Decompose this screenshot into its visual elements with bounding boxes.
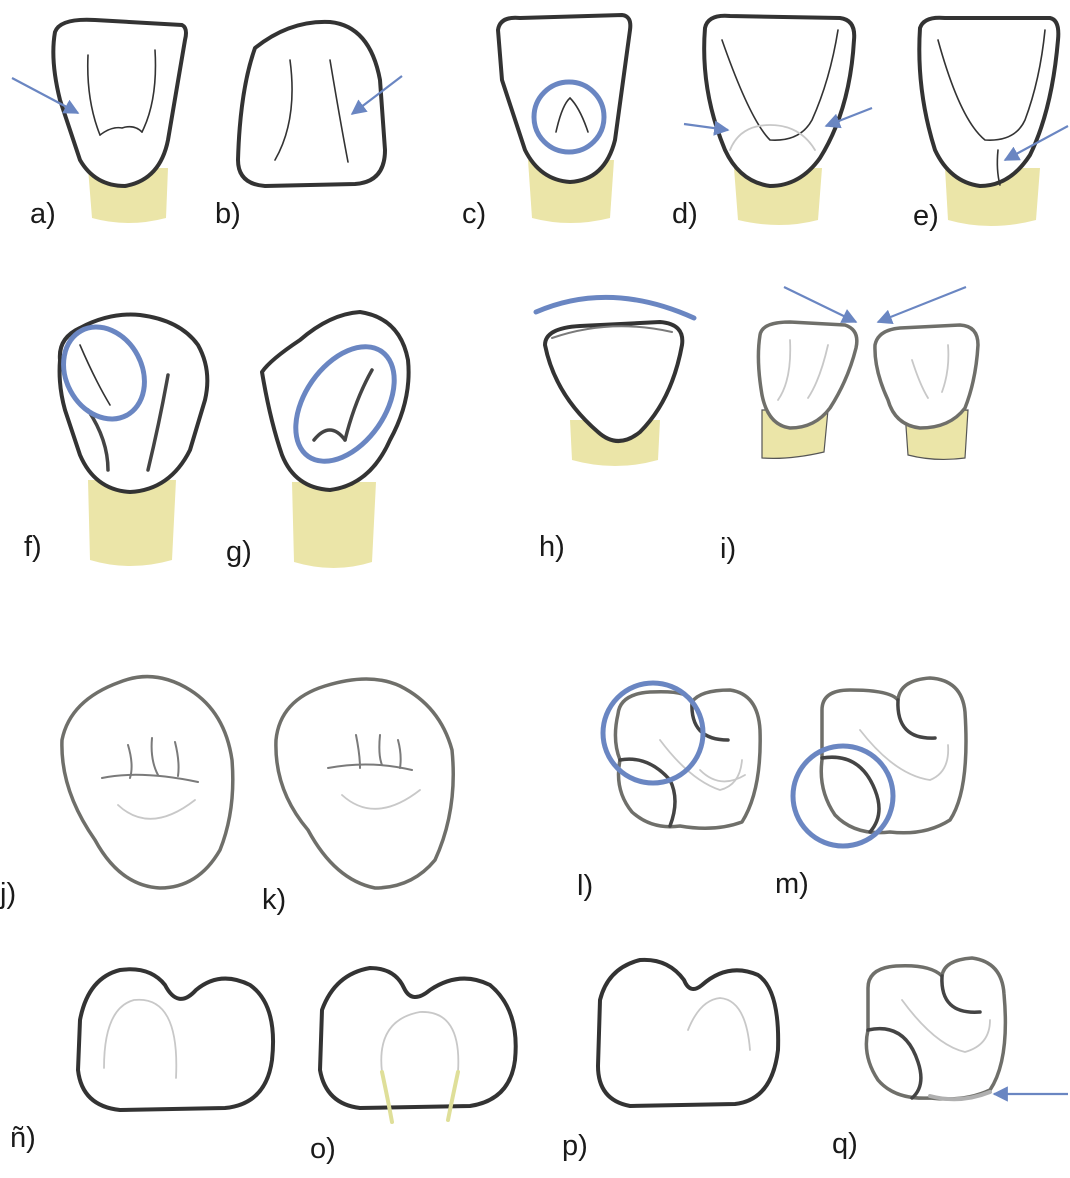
tooth-i — [758, 287, 978, 459]
tooth-g — [262, 312, 414, 568]
crown-o — [320, 968, 516, 1108]
label-j: j) — [0, 880, 16, 909]
tooth-a — [12, 20, 186, 223]
label-g: g) — [226, 538, 252, 567]
crown-g — [262, 312, 409, 490]
label-f: f) — [24, 533, 42, 562]
tooth-k — [276, 679, 453, 888]
tooth-d — [684, 16, 872, 225]
label-q: q) — [832, 1130, 858, 1159]
crown-k — [276, 679, 453, 888]
label-m: m) — [775, 870, 809, 899]
crown-i-right — [875, 325, 978, 428]
label-e: e) — [913, 202, 939, 231]
label-b: b) — [215, 200, 241, 229]
label-a: a) — [30, 200, 56, 229]
tooth-o — [320, 968, 516, 1122]
highlight-arc-h — [536, 297, 694, 318]
tooth-b — [238, 22, 402, 186]
root-g — [292, 482, 376, 568]
label-o: o) — [310, 1135, 336, 1164]
crown-a — [53, 20, 186, 186]
tooth-h — [536, 297, 694, 466]
label-p: p) — [562, 1132, 588, 1161]
label-n-tilde: ñ) — [10, 1124, 36, 1153]
label-l: l) — [577, 872, 593, 901]
tooth-q — [866, 958, 1068, 1099]
tooth-c — [498, 15, 630, 223]
label-k: k) — [262, 886, 286, 915]
tooth-m — [793, 678, 966, 846]
tooth-j — [62, 677, 233, 888]
label-h: h) — [539, 533, 565, 562]
crown-j — [62, 677, 233, 888]
crown-n-tilde — [78, 969, 273, 1110]
label-d: d) — [672, 200, 698, 229]
tooth-l — [603, 683, 760, 828]
tooth-f — [48, 313, 207, 566]
label-i: i) — [720, 535, 736, 564]
arrow-i-right — [878, 287, 966, 322]
tooth-e — [919, 18, 1068, 226]
crown-e — [919, 18, 1058, 186]
crown-c — [498, 15, 630, 182]
tooth-n-tilde — [78, 969, 273, 1110]
arrow-i-left — [784, 287, 856, 322]
crown-b — [238, 22, 385, 186]
crown-i-left — [758, 322, 856, 428]
crown-p — [598, 960, 778, 1106]
crown-d — [704, 16, 854, 186]
tooth-p — [598, 960, 778, 1106]
crown-h — [545, 322, 682, 441]
label-c: c) — [462, 200, 486, 229]
